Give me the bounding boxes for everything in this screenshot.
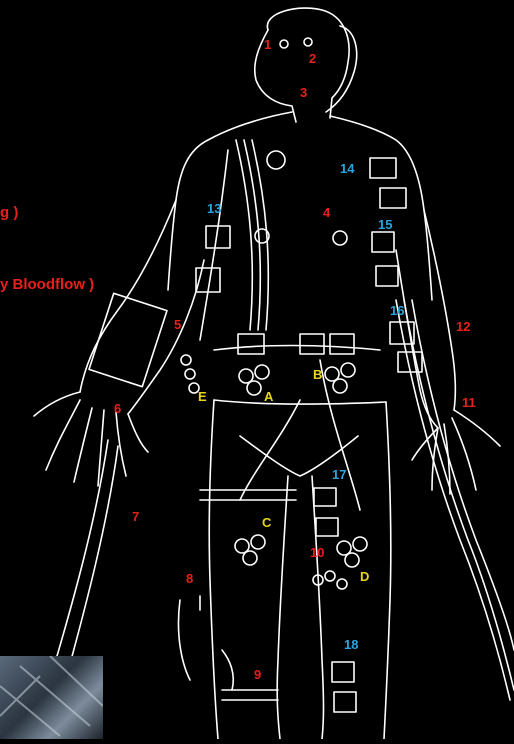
- thigh-strap: [200, 490, 296, 500]
- electrode-head-2: [304, 38, 312, 46]
- electrode-head-1: [280, 40, 288, 48]
- sensor-cluster-B: [325, 363, 355, 393]
- waist-pack-1: [238, 334, 264, 354]
- label-E: E: [198, 390, 207, 403]
- label-11: 11: [462, 396, 476, 409]
- label-3: 3: [300, 86, 307, 99]
- thigh-box-17b: [316, 518, 338, 536]
- label-4: 4: [323, 206, 330, 219]
- label-10: 10: [310, 546, 324, 559]
- label-D: D: [360, 570, 369, 583]
- shin-strap: [222, 690, 278, 700]
- electrode-chest-1: [267, 151, 285, 169]
- electrode-chest-3: [333, 231, 347, 245]
- sensor-box-15b: [376, 266, 398, 286]
- thigh-box-17a: [314, 488, 336, 506]
- waist-pack-3: [330, 334, 354, 354]
- label-6: 6: [114, 402, 121, 415]
- corner-photo-thumbnail: [0, 656, 103, 739]
- shin-box-18a: [332, 662, 354, 682]
- waist-pack-2: [300, 334, 324, 354]
- sensor-box-14a: [370, 158, 396, 178]
- label-A: A: [264, 390, 273, 403]
- label-16: 16: [390, 304, 404, 317]
- label-C: C: [262, 516, 271, 529]
- left-arm-inner: [128, 260, 204, 414]
- shin-cable-8: [178, 596, 200, 680]
- waist-band: [214, 346, 380, 351]
- cable-bundle-left: [200, 140, 268, 340]
- label-1: 1: [264, 38, 271, 51]
- label-9: 9: [254, 668, 261, 681]
- label-18: 18: [344, 638, 358, 651]
- left-leg-outer: [209, 400, 218, 739]
- label-14: 14: [340, 162, 354, 175]
- torso-left-outline: [168, 112, 292, 290]
- hair-tail: [326, 26, 357, 112]
- label-13: 13: [207, 202, 221, 215]
- right-leg-outer: [384, 402, 391, 739]
- label-7: 7: [132, 510, 139, 523]
- label-17: 17: [332, 468, 346, 481]
- label-12: 12: [456, 320, 470, 333]
- sensor-cluster-C: [235, 535, 265, 565]
- briefs-outline: [214, 400, 386, 476]
- left-hand: [34, 392, 148, 486]
- shin-box-18b: [334, 692, 356, 712]
- sensor-box-14b: [380, 188, 406, 208]
- shin-cable-9: [222, 650, 233, 690]
- label-15: 15: [378, 218, 392, 231]
- label-2: 2: [309, 52, 316, 65]
- label-5: 5: [174, 318, 181, 331]
- right-leg-inner: [312, 476, 324, 739]
- sensor-box-15a: [372, 232, 394, 252]
- sensor-cluster-D: [337, 537, 367, 567]
- cropped-side-text-1: g ): [0, 204, 18, 221]
- cropped-side-text-2: y Bloodflow ): [0, 276, 94, 293]
- label-8: 8: [186, 572, 193, 585]
- sensor-cluster-E: [181, 355, 199, 393]
- left-arm-outer: [80, 200, 176, 392]
- label-B: B: [313, 368, 322, 381]
- left-leg-inner: [277, 476, 288, 739]
- blood-pressure-cuff: [89, 293, 167, 386]
- face-outline: [255, 30, 296, 122]
